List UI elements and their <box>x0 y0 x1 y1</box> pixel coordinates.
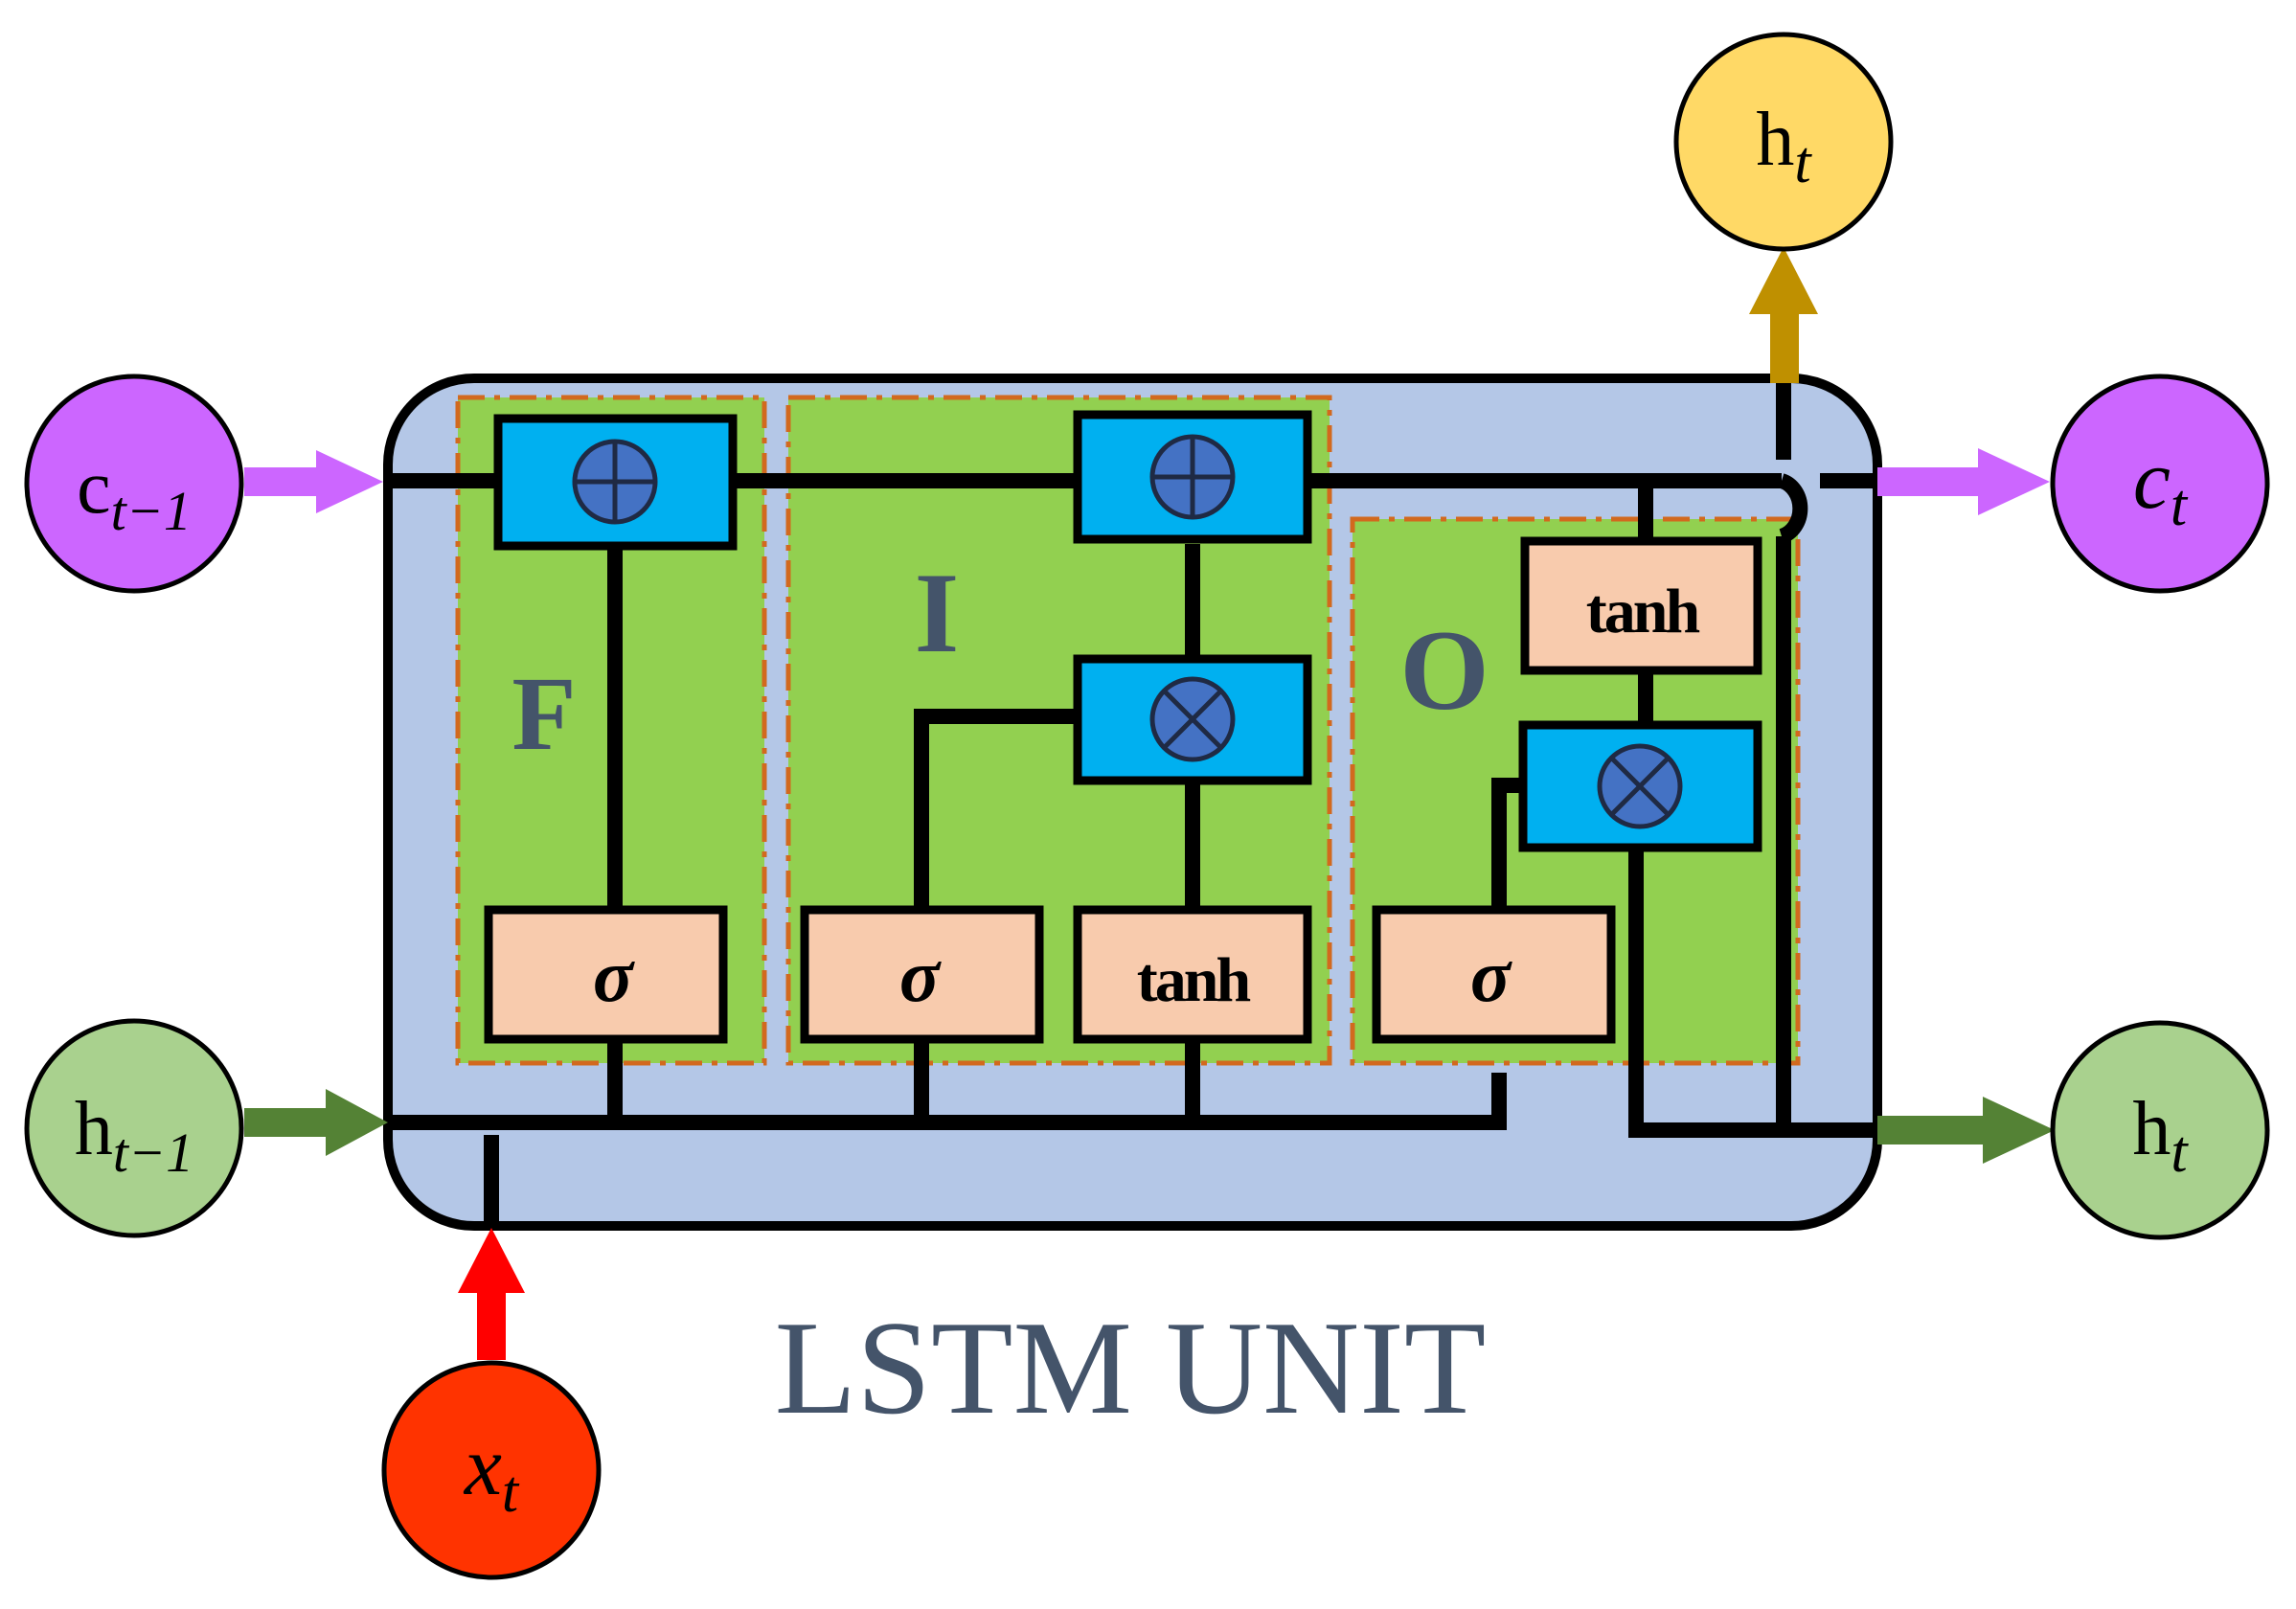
output-tanh-box <box>1520 536 1762 675</box>
input-gate-label: I <box>915 549 960 676</box>
svg-text:ct−1: ct−1 <box>77 445 192 542</box>
output-tanh-label: tanh <box>1586 577 1700 646</box>
c-prev-arrow <box>316 450 383 513</box>
h-prev-arrow <box>326 1089 388 1156</box>
output-gate-label: O <box>1399 606 1489 734</box>
svg-text:ht−1: ht−1 <box>75 1087 193 1184</box>
svg-text:xt: xt <box>463 1420 520 1525</box>
svg-text:ht: ht <box>2132 1087 2189 1185</box>
x-t-node: xt <box>381 1360 602 1580</box>
h-t-top-arrow <box>1749 247 1818 314</box>
output-sigma-label: σ <box>1470 934 1512 1017</box>
output-sigma-up-wire <box>1491 778 1523 910</box>
input-tanh-box <box>1073 905 1312 1044</box>
forget-sigma-box <box>484 905 728 1044</box>
h-t-top-node: ht <box>1673 32 1894 252</box>
svg-text:ht: ht <box>1756 98 1812 195</box>
forget-gate-label: F <box>511 655 576 772</box>
input-tanh-label: tanh <box>1137 945 1251 1015</box>
forget-sigma-label: σ <box>593 934 635 1017</box>
x-t-arrow <box>458 1228 525 1293</box>
input-sigma-box <box>800 905 1044 1044</box>
diagram-title: LSTM UNIT <box>775 1294 1487 1442</box>
c-t-node: ct <box>2050 374 2270 594</box>
c-t-arrow <box>1978 448 2050 515</box>
input-sigma-label: σ <box>899 934 942 1017</box>
cell-state-hop <box>1779 473 1808 544</box>
h-t-right-node: ht <box>2050 1020 2270 1240</box>
c-prev-node: ct−1 <box>24 374 244 594</box>
h-prev-node: ht−1 <box>24 1018 244 1238</box>
h-t-right-arrow <box>1983 1097 2055 1164</box>
hidden-state-wire <box>388 1073 1507 1130</box>
hidden-output-wire <box>1628 843 1877 1138</box>
output-sigma-box <box>1372 905 1616 1044</box>
input-sigma-up-wire <box>914 709 1078 910</box>
svg-text:ct: ct <box>2133 434 2189 538</box>
